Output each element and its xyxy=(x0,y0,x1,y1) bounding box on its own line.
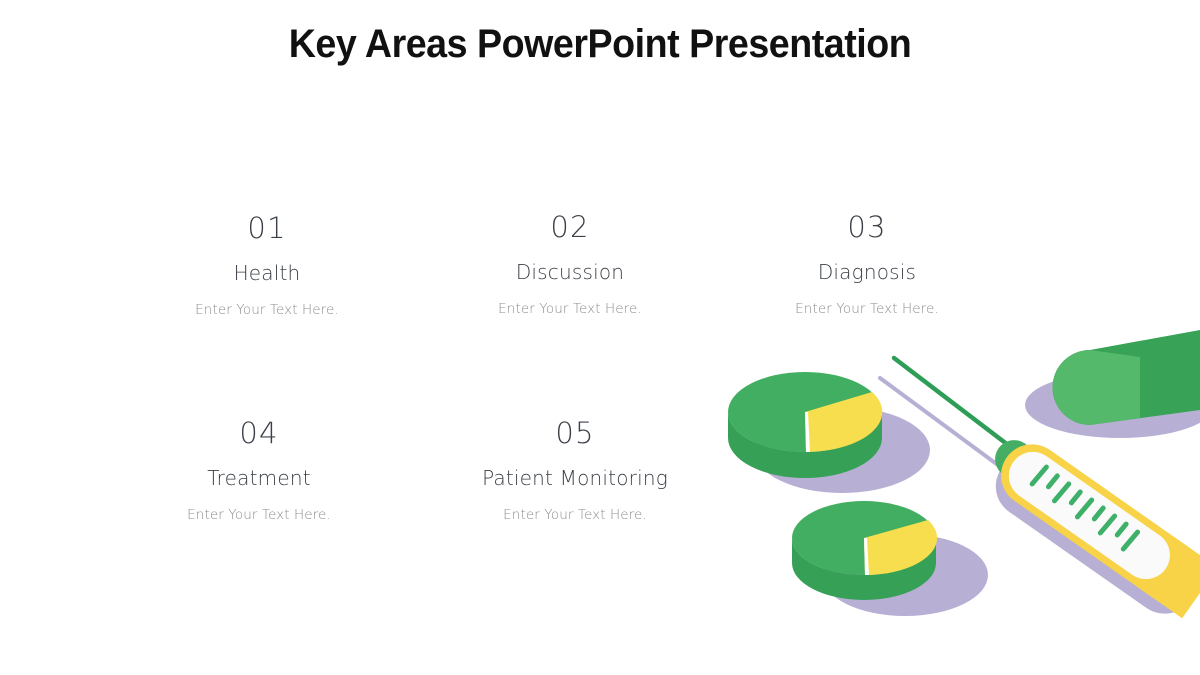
key-area-label: Patient Monitoring xyxy=(482,466,668,490)
key-area-description: Enter Your Text Here. xyxy=(503,507,647,523)
key-area-description: Enter Your Text Here. xyxy=(195,302,339,318)
key-area-number: 03 xyxy=(847,210,887,244)
key-area-description: Enter Your Text Here. xyxy=(795,301,939,317)
key-area-number: 05 xyxy=(555,416,595,450)
key-area-item-02[interactable]: 02 Discussion Enter Your Text Here. xyxy=(420,213,720,317)
green-capsule-pill xyxy=(1052,330,1200,425)
key-area-label: Diagnosis xyxy=(817,260,917,284)
key-area-label: Treatment xyxy=(207,466,311,490)
page-title: Key Areas PowerPoint Presentation xyxy=(288,22,912,66)
key-area-number: 04 xyxy=(239,416,279,450)
key-area-item-03[interactable]: 03 Diagnosis Enter Your Text Here. xyxy=(717,213,1017,317)
key-area-number: 01 xyxy=(247,211,287,245)
key-area-description: Enter Your Text Here. xyxy=(498,301,642,317)
pie-chart-pill-top xyxy=(728,372,883,478)
pie-chart-pill-bottom xyxy=(792,501,938,600)
medical-illustration xyxy=(700,320,1200,675)
key-area-item-05[interactable]: 05 Patient Monitoring Enter Your Text He… xyxy=(425,419,725,523)
syringe-graduation-ticks xyxy=(1029,464,1141,552)
key-area-label: Discussion xyxy=(515,260,625,284)
key-area-item-04[interactable]: 04 Treatment Enter Your Text Here. xyxy=(109,419,409,523)
key-area-item-01[interactable]: 01 Health Enter Your Text Here. xyxy=(117,214,417,318)
key-area-description: Enter Your Text Here. xyxy=(187,507,331,523)
key-area-label: Health xyxy=(233,261,301,285)
syringe-needle xyxy=(891,355,1015,451)
syringe xyxy=(878,355,1200,619)
needle-shadow xyxy=(878,376,1004,470)
syringe-plunger xyxy=(1137,536,1200,619)
key-area-number: 02 xyxy=(550,210,590,244)
